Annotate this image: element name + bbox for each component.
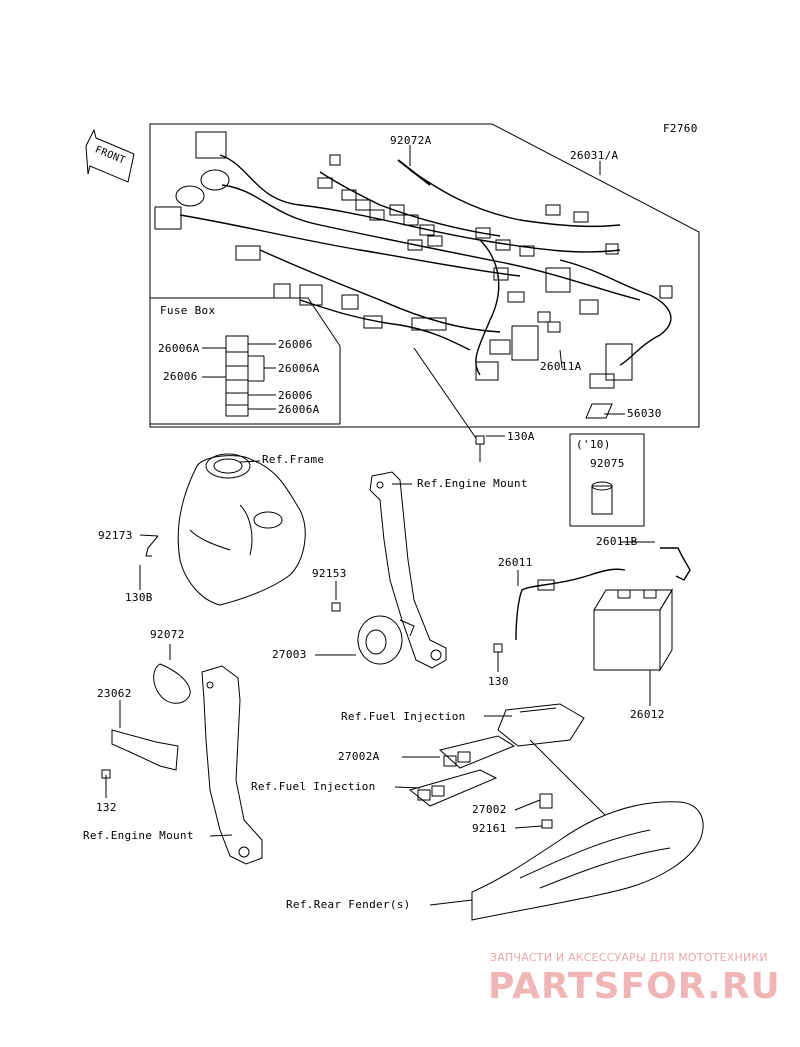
- harness-connector: [545, 204, 561, 216]
- harness-box: [149, 123, 700, 428]
- fuse-box-label: Fuse Box: [160, 304, 216, 317]
- ref-rear-fender-label: Ref.Rear Fender(s): [286, 898, 411, 911]
- damper-92161: [541, 819, 553, 829]
- harness-connector: [507, 291, 525, 303]
- bracket-23062: [111, 729, 179, 771]
- fuel-injection-part-2: [408, 769, 498, 807]
- harness-connector: [407, 239, 423, 251]
- harness-connector: [363, 315, 383, 329]
- harness-connector: [475, 361, 499, 381]
- harness-connector: [403, 214, 419, 226]
- harness-connector: [389, 204, 405, 216]
- part-130B-label: 130B: [125, 591, 153, 604]
- harness-connector: [547, 321, 561, 333]
- part-92153-label: 92153: [312, 567, 347, 580]
- harness-connector: [589, 373, 615, 389]
- part-92075-label: 92075: [590, 457, 625, 470]
- harness-connector: [195, 131, 227, 159]
- harness-connector: [427, 235, 443, 247]
- harness-connector: [154, 206, 182, 230]
- part-92161-label: 92161: [472, 822, 507, 835]
- part-130A-label: 130A: [507, 430, 535, 443]
- harness-connector: [605, 243, 619, 255]
- part-26006-label: 26006: [278, 338, 313, 351]
- harness-connector: [475, 227, 491, 239]
- harness-connector: [537, 311, 551, 323]
- harness-connector: [341, 294, 359, 310]
- part-26012-label: 26012: [630, 708, 665, 721]
- part-26006A-label: 26006A: [278, 362, 320, 375]
- horn-27003: [357, 615, 415, 665]
- harness-connector: [511, 325, 539, 361]
- fuel-injection-part-1: [497, 703, 585, 747]
- ref-frame-label: Ref.Frame: [262, 453, 325, 466]
- part-26006A-label: 26006A: [278, 403, 320, 416]
- engine-mount-top: [369, 471, 447, 669]
- rear-fender: [471, 801, 704, 921]
- part-56030-label: 56030: [627, 407, 662, 420]
- harness-connector: [605, 343, 633, 381]
- part-23062-label: 23062: [97, 687, 132, 700]
- harness-connector: [341, 189, 357, 201]
- part-26006-label: 26006: [278, 389, 313, 402]
- band-92072: [153, 663, 191, 704]
- ref-engine-mount-label: Ref.Engine Mount: [83, 829, 194, 842]
- part-92072A-label: 92072A: [390, 134, 432, 147]
- fuse-block: [225, 335, 249, 417]
- part-26031A-label: 26031/A: [570, 149, 619, 162]
- harness-connector: [573, 211, 589, 223]
- part-26011A-label: 26011A: [540, 360, 582, 373]
- collar-92075: [591, 485, 613, 515]
- harness-connector: [493, 267, 509, 281]
- harness-connector: [175, 185, 205, 207]
- harness-connector: [659, 285, 673, 299]
- part-27002A-label: 27002A: [338, 750, 380, 763]
- harness-connector: [329, 154, 341, 166]
- year-note-label: ('10): [576, 438, 611, 451]
- battery-26012: [593, 588, 673, 672]
- part-92173-label: 92173: [98, 529, 133, 542]
- figure-code: F2760: [663, 122, 698, 135]
- ref-engine-mount-label: Ref.Engine Mount: [417, 477, 528, 490]
- front-arrow-icon: [85, 128, 135, 183]
- harness-connector: [519, 245, 535, 257]
- harness-connector: [235, 245, 261, 261]
- ref-fuel-injection-label: Ref.Fuel Injection: [341, 710, 466, 723]
- part-26011B-label: 26011B: [596, 535, 638, 548]
- part-27003-label: 27003: [272, 648, 307, 661]
- harness-connector: [411, 317, 447, 331]
- harness-connector: [369, 209, 385, 221]
- ref-fuel-injection-label: Ref.Fuel Injection: [251, 780, 376, 793]
- harness-connector: [579, 299, 599, 315]
- engine-mount-bottom: [201, 665, 263, 865]
- part-92072-label: 92072: [150, 628, 185, 641]
- relay-27002: [539, 793, 553, 809]
- watermark-tagline: ЗАПЧАСТИ И АКСЕССУАРЫ ДЛЯ МОТОТЕХНИКИ: [490, 951, 768, 964]
- harness-connector: [273, 283, 291, 299]
- harness-connector: [200, 169, 230, 191]
- year-note-box: [569, 433, 645, 527]
- harness-connector: [545, 267, 571, 293]
- part-130-label: 130: [488, 675, 509, 688]
- watermark-logo: PARTSFOR.RU: [488, 966, 781, 1007]
- frame-part: [177, 453, 306, 606]
- harness-connector: [495, 239, 511, 251]
- part-26011-label: 26011: [498, 556, 533, 569]
- part-27002-label: 27002: [472, 803, 507, 816]
- part-26006-label: 26006: [163, 370, 198, 383]
- part-132-label: 132: [96, 801, 117, 814]
- harness-connector: [489, 339, 511, 355]
- harness-connector: [317, 177, 333, 189]
- part-26006A-label: 26006A: [158, 342, 200, 355]
- ecu-27002A: [438, 735, 516, 769]
- harness-connector: [419, 224, 435, 236]
- harness-connector: [299, 284, 323, 306]
- harness-connector: [355, 199, 371, 211]
